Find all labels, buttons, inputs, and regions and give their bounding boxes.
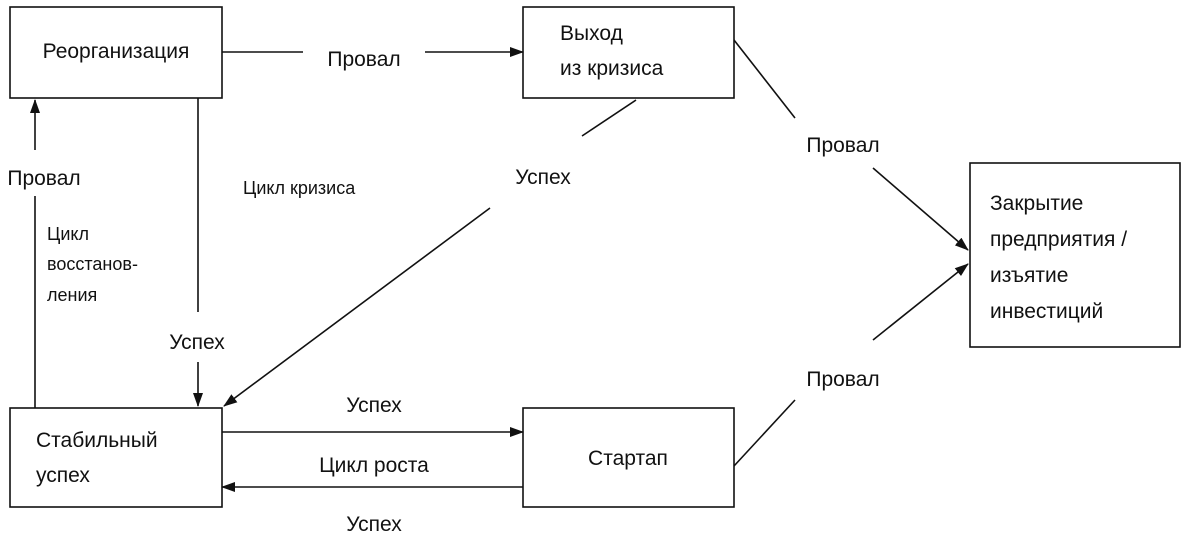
cycle-recovery-label: Цикл xyxy=(47,224,89,244)
edge-label: Успех xyxy=(346,394,402,417)
cycle-crisis-label: Цикл кризиса xyxy=(243,178,356,198)
cycle-recovery-label: ления xyxy=(47,285,97,305)
edge-exit-to-closure: Провал xyxy=(733,39,969,251)
edge-stable-to-startup: Успех xyxy=(222,394,524,437)
node-reorganization: Реорганизация xyxy=(9,6,223,99)
edge-startup-to-closure: Провал xyxy=(733,263,969,467)
edge-reorg-to-stable: Успех xyxy=(169,98,225,407)
node-label: Выход xyxy=(560,22,623,45)
edge-label: Провал xyxy=(806,368,879,391)
node-label: Закрытие xyxy=(990,192,1083,215)
edge-label: Провал xyxy=(327,48,400,71)
node-closure: Закрытие предприятия / изъятие инвестици… xyxy=(969,162,1181,348)
node-label: Стартап xyxy=(588,447,668,470)
node-label: предприятия / xyxy=(990,228,1127,251)
node-label: изъятие xyxy=(990,264,1068,287)
node-stable-success: Стабильный успех xyxy=(9,407,223,508)
node-startup: Стартап xyxy=(522,407,735,508)
node-exit-crisis: Выход из кризиса xyxy=(522,6,735,99)
node-label: Реорганизация xyxy=(43,40,190,63)
edge-label: Успех xyxy=(346,513,402,535)
node-label: успех xyxy=(36,464,90,487)
node-label: Стабильный xyxy=(36,429,158,452)
edge-label: Провал xyxy=(7,167,80,190)
edge-stable-to-reorg: Провал xyxy=(7,99,81,408)
edge-label: Успех xyxy=(515,166,571,189)
edge-label: Провал xyxy=(806,134,879,157)
node-label: инвестиций xyxy=(990,300,1103,323)
cycle-recovery-label: восстанов- xyxy=(47,254,138,274)
node-label: из кризиса xyxy=(560,57,664,80)
cycle-growth-label: Цикл роста xyxy=(319,454,429,477)
edge-startup-to-stable: Успех xyxy=(221,482,523,535)
edge-exit-to-stable: Успех xyxy=(223,99,637,407)
edge-reorg-to-exit: Провал xyxy=(222,47,524,71)
edge-label: Успех xyxy=(169,331,225,354)
